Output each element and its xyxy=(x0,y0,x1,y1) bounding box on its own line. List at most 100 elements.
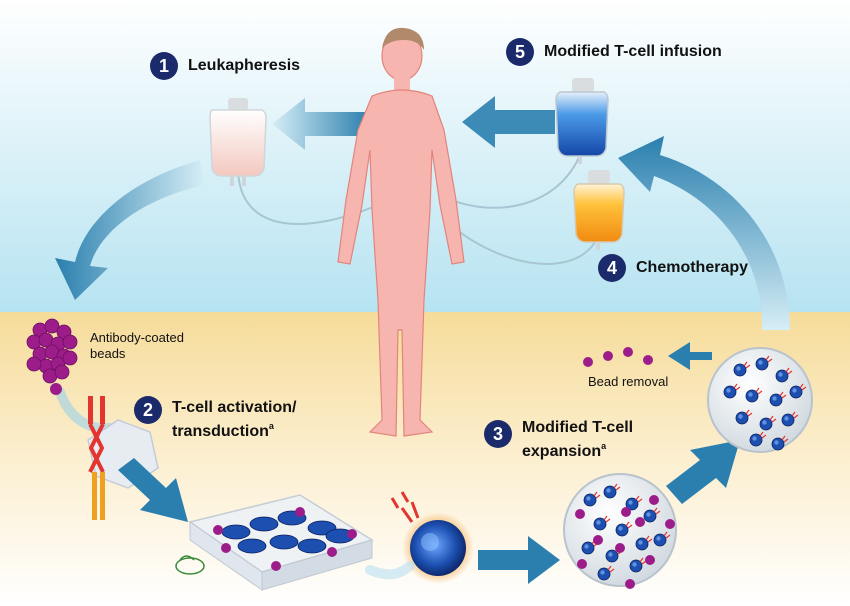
t-cell xyxy=(643,507,661,523)
arrow-bag-to-lab xyxy=(55,160,205,300)
antibody-beads-label: Antibody-coated beads xyxy=(90,330,184,362)
t-cell xyxy=(733,361,751,377)
step-4-label: Chemotherapy xyxy=(636,259,749,276)
bead xyxy=(213,525,223,535)
t-cell-highlight xyxy=(628,500,633,505)
t-cell xyxy=(723,383,741,399)
infusion-bag xyxy=(555,78,609,164)
transduced-t-cell xyxy=(390,491,474,584)
t-cell xyxy=(781,411,799,427)
arrow-expansion-to-infusion xyxy=(618,136,790,330)
t-cell-receptor xyxy=(791,411,799,419)
t-cell-receptor xyxy=(653,507,661,515)
t-cell-highlight xyxy=(584,544,589,549)
bead xyxy=(271,561,281,571)
t-cell-receptor xyxy=(755,387,763,395)
t-cell-receptor xyxy=(733,383,741,391)
bead xyxy=(44,318,60,334)
t-cell-highlight xyxy=(762,420,767,425)
leukapheresis-bag xyxy=(209,98,267,186)
t-cell-receptor xyxy=(625,521,633,529)
t-cell-highlight xyxy=(738,414,743,419)
bead xyxy=(295,507,305,517)
t-cell-highlight xyxy=(618,526,623,531)
arrow-infusion-to-patient xyxy=(462,96,555,148)
t-cell-highlight xyxy=(778,372,783,377)
t-cell-receptor xyxy=(745,409,753,417)
t-cell xyxy=(749,431,767,447)
step-2-label: T-cell activation/ transductiona xyxy=(172,398,296,441)
chemo-tube xyxy=(444,219,599,265)
removal-cells xyxy=(723,355,807,451)
t-cell xyxy=(653,531,671,547)
t-cell xyxy=(735,409,753,425)
bead xyxy=(649,495,659,505)
t-cell xyxy=(581,539,599,555)
step-5-badge: 5 xyxy=(506,38,534,66)
t-cell-highlight xyxy=(638,540,643,545)
step-1-badge: 1 xyxy=(150,52,178,80)
t-cell-receptor xyxy=(785,367,793,375)
step-2-label-line2-text: transduction xyxy=(172,423,269,440)
t-cell-highlight xyxy=(606,488,611,493)
t-cell-highlight xyxy=(758,360,763,365)
t-cell-receptor xyxy=(779,391,787,399)
t-cell xyxy=(615,521,633,537)
t-cell-highlight xyxy=(784,416,789,421)
patient-figure xyxy=(337,27,465,437)
step-4-badge: 4 xyxy=(598,254,626,282)
bead xyxy=(62,350,78,366)
t-cell-highlight xyxy=(772,396,777,401)
t-cell xyxy=(745,387,763,403)
t-cell-highlight xyxy=(632,562,637,567)
t-cell xyxy=(775,367,793,383)
bead xyxy=(221,543,231,553)
t-cell xyxy=(593,515,611,531)
bead xyxy=(347,529,357,539)
t-cell-receptor xyxy=(781,435,789,443)
bead xyxy=(50,383,62,395)
t-cell-highlight xyxy=(608,552,613,557)
t-cell-receptor xyxy=(743,361,751,369)
bead xyxy=(645,555,655,565)
step-1-label: Leukapheresis xyxy=(188,57,301,74)
t-cell-highlight xyxy=(656,536,661,541)
t-cell xyxy=(759,415,777,431)
t-cell-highlight xyxy=(748,392,753,397)
t-cell-receptor xyxy=(613,483,621,491)
t-cell-highlight xyxy=(586,496,591,501)
t-cell xyxy=(755,355,773,371)
t-cell xyxy=(629,557,647,573)
t-cell xyxy=(605,547,623,563)
t-cell-receptor xyxy=(607,565,615,573)
arrow-activation-to-culture xyxy=(118,458,188,522)
expansion-cells xyxy=(575,483,675,589)
t-cell-receptor xyxy=(799,383,807,391)
t-cell-highlight xyxy=(774,440,779,445)
infusion-tube xyxy=(439,149,583,209)
t-cell-highlight xyxy=(646,512,651,517)
bead xyxy=(327,547,337,557)
t-cell-receptor xyxy=(593,491,601,499)
t-cell xyxy=(603,483,621,499)
bead xyxy=(625,579,635,589)
t-cell-receptor xyxy=(663,531,671,539)
bead xyxy=(62,334,78,350)
dish-icon xyxy=(175,555,205,575)
t-cell-receptor xyxy=(765,355,773,363)
t-cell xyxy=(249,516,279,532)
step-2-badge: 2 xyxy=(134,396,162,424)
t-cell-receptor xyxy=(759,431,767,439)
t-cell xyxy=(625,495,643,511)
t-cell-receptor xyxy=(769,415,777,423)
t-cell-highlight xyxy=(596,520,601,525)
t-cell-receptor xyxy=(645,535,653,543)
bead xyxy=(575,509,585,519)
t-cell-receptor xyxy=(635,495,643,503)
bead xyxy=(615,543,625,553)
t-cell xyxy=(269,534,299,550)
bead xyxy=(623,347,633,357)
arrow-bead-removal xyxy=(668,342,712,370)
t-cell xyxy=(221,524,251,540)
